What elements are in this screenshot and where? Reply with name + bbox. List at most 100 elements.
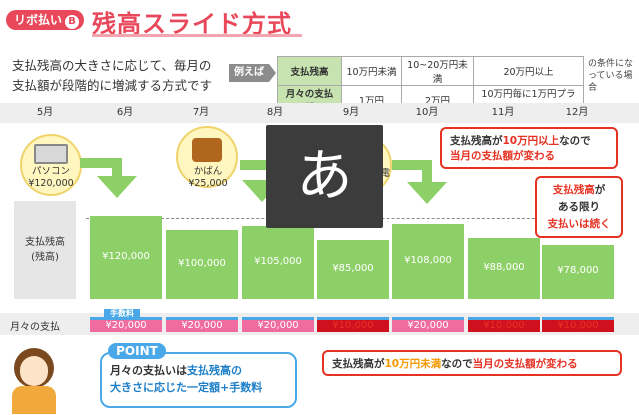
balance-row-label: 支払残高 (残高): [14, 235, 76, 265]
balance-value: ¥78,000: [557, 265, 599, 276]
fee-strip: [542, 317, 614, 320]
callout-text: 支払残高が: [450, 135, 503, 147]
payment-row-label: 月々の支払: [10, 322, 60, 333]
arrow-shaft: [240, 160, 270, 170]
point-text-emphasis: 支払残高の: [187, 364, 242, 377]
callout-emphasis: 支払残高: [552, 184, 595, 196]
payment-bar: ¥10,000: [317, 320, 389, 332]
callout-text: が: [594, 184, 606, 196]
item-name: パソコン: [31, 166, 70, 177]
intro-line-1: 支払残高の大きさに応じて、毎月の: [12, 58, 212, 73]
month-band: [0, 103, 639, 123]
ribo-tag-badge: B: [65, 15, 80, 29]
month-label: 11月: [491, 107, 515, 118]
body-icon: [12, 386, 56, 414]
month-label: 10月: [415, 107, 439, 118]
point-text: 月々の支払いは支払残高の 大きさに応じた一定額+手数料: [110, 362, 296, 396]
payment-bar: ¥20,000: [90, 320, 162, 332]
balance-bar: ¥88,000: [468, 238, 540, 299]
example-row-payment: 月々の支払額 1万円 2万円 10万円毎に1万円プラス: [277, 85, 584, 115]
callout-emphasis: 10万円以上: [502, 135, 560, 147]
title-underline: [92, 34, 302, 37]
point-line-1: 月々の支払いは支払残高の: [110, 362, 296, 379]
page-title: 残高スライド方式: [92, 10, 292, 38]
payment-bar: ¥10,000: [468, 320, 540, 332]
callout-over-100k: 支払残高が10万円以上なので 当月の支払額が変わる: [440, 127, 618, 169]
arrow-shaft: [422, 160, 432, 184]
item-name: かばん: [193, 166, 223, 177]
balance-bar: ¥100,000: [166, 230, 238, 299]
bag-label: かばん ¥25,000: [170, 166, 246, 190]
balance-value: ¥108,000: [404, 255, 452, 266]
fee-strip: [242, 317, 314, 320]
fee-strip: [468, 317, 540, 320]
payment-bar: ¥10,000: [542, 320, 614, 332]
fee-strip: [90, 317, 162, 320]
month-label: 9月: [342, 107, 360, 118]
callout-over-line-1: 支払残高が10万円以上なので: [450, 134, 608, 149]
callout-text: なので: [559, 135, 591, 147]
fee-strip: [166, 317, 238, 320]
callout-continue-line-1: 支払残高が: [541, 182, 617, 199]
month-label: 8月: [266, 107, 284, 118]
fee-strip: [317, 317, 389, 320]
ribo-tag-label: リボ払い: [14, 13, 63, 27]
balance-value: ¥85,000: [332, 263, 374, 274]
example-note: の条件になっている場合: [588, 59, 634, 93]
ime-overlay: あ: [266, 125, 383, 228]
balance-value: ¥100,000: [178, 258, 226, 269]
callout-emphasis: 10万円未満: [384, 358, 442, 370]
intro-text: 支払残高の大きさに応じて、毎月の 支払額が段階的に増減する方式です: [12, 56, 232, 96]
arrow-down-icon: [407, 182, 447, 204]
intro-line-2: 支払額が段階的に増減する方式です: [12, 78, 213, 93]
balance-bar: ¥78,000: [542, 245, 614, 299]
balance-value: ¥105,000: [254, 256, 302, 267]
laptop-icon: [34, 144, 68, 164]
item-price: ¥120,000: [28, 178, 74, 189]
month-label: 12月: [565, 107, 589, 118]
balance-label-1: 支払残高: [25, 237, 65, 248]
balance-bar: ¥105,000: [242, 226, 314, 299]
laptop-label: パソコン ¥120,000: [14, 166, 88, 190]
balance-bar: ¥108,000: [392, 224, 464, 299]
payment-bar: ¥20,000: [392, 320, 464, 332]
callout-emphasis: 当月の支払額が変わる: [472, 358, 578, 370]
month-label: 6月: [116, 107, 134, 118]
bag-item: [176, 126, 238, 188]
callout-under-100k: 支払残高が10万円未満なので当月の支払額が変わる: [322, 350, 622, 376]
month-label: 5月: [36, 107, 54, 118]
example-cell: 10~20万円未満: [401, 56, 474, 86]
point-tag: POINT: [108, 343, 166, 359]
balance-label-box: [14, 201, 76, 299]
month-label: 7月: [192, 107, 210, 118]
arrow-shaft: [80, 158, 120, 168]
balance-value: ¥88,000: [483, 262, 525, 273]
example-arrow-icon: [269, 64, 276, 82]
face-icon: [20, 356, 48, 386]
fee-tag: 手数料: [104, 309, 140, 319]
payment-bar: ¥20,000: [242, 320, 314, 332]
arrow-down-icon: [97, 176, 137, 198]
callout-text: ある限り: [558, 201, 600, 213]
example-label: 例えば: [229, 64, 269, 82]
payment-bar: ¥20,000: [166, 320, 238, 332]
arrow-shaft: [392, 160, 432, 170]
fee-strip: [392, 317, 464, 320]
balance-value: ¥120,000: [102, 251, 150, 262]
arrow-shaft: [112, 158, 122, 178]
point-text-emphasis: 大きさに応じた一定額+手数料: [110, 381, 263, 394]
point-bubble: [100, 352, 297, 408]
item-price: ¥25,000: [188, 178, 228, 189]
balance-bar: ¥85,000: [317, 240, 389, 299]
example-table: 支払残高 10万円未満 10~20万円未満 20万円以上 月々の支払額 1万円 …: [277, 56, 584, 115]
point-text-plain: 月々の支払いは: [110, 364, 187, 377]
callout-continue: 支払残高が ある限り 支払いは続く: [535, 176, 623, 238]
callout-text: 支払残高が: [332, 358, 385, 370]
woman-illustration: [4, 348, 64, 414]
bag-icon: [192, 138, 222, 162]
balance-label-2: (残高): [31, 252, 59, 263]
balance-bar: ¥120,000: [90, 216, 162, 299]
